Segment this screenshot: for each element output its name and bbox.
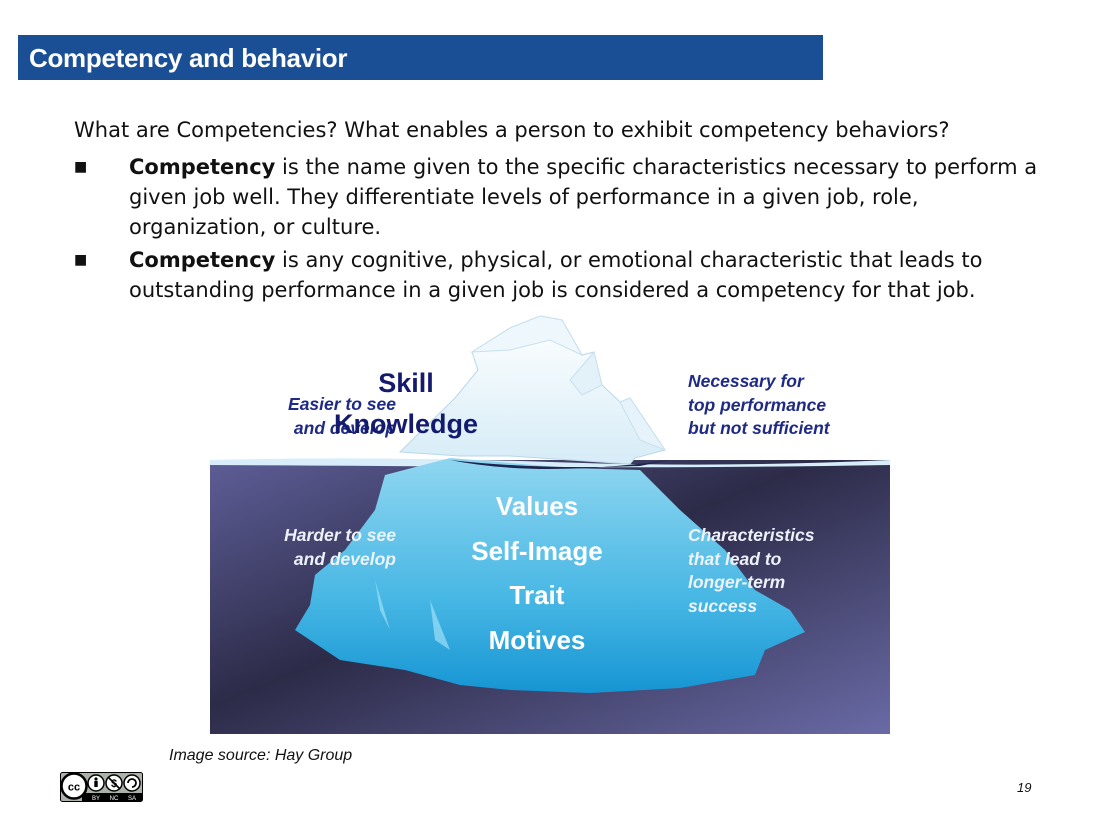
submerged-ice [295, 458, 805, 693]
bullet-marker: ■ [74, 159, 88, 175]
iceberg-figure: Easier to see and develop Necessary for … [210, 310, 890, 734]
label-line: top performance [688, 394, 827, 415]
water-surface [210, 458, 890, 468]
label-line: and develop [293, 417, 396, 438]
label-line: that lead to [688, 548, 782, 569]
label-line: Characteristics [688, 525, 815, 545]
iceberg-motives: Motives [488, 625, 586, 655]
label-harder-to-see: Harder to see and develop [266, 524, 396, 571]
label-line: Necessary for [688, 371, 804, 391]
svg-text:cc: cc [68, 782, 80, 794]
svg-text:NC: NC [110, 796, 119, 802]
iceberg-self-image: Self-Image [471, 536, 603, 566]
label-line: but not sufficient [688, 418, 830, 438]
image-source-caption: Image source: Hay Group [169, 747, 353, 764]
svg-text:BY: BY [92, 796, 100, 802]
slide-title: Competency and behavior [29, 43, 348, 73]
label-characteristics: Characteristics that lead to longer-term… [688, 524, 814, 618]
bullet-term: Competency [129, 155, 276, 179]
intro-text: What are Competencies? What enables a pe… [74, 118, 950, 142]
bullet-text: Competency is the name given to the spec… [129, 152, 1059, 242]
bullet-body: is any cognitive, physical, or emotional… [129, 248, 983, 302]
bullet-body: is the name given to the specific charac… [129, 155, 1038, 239]
label-line: Easier to see [288, 394, 396, 414]
label-line: and develop [293, 548, 396, 569]
label-easier-to-see: Easier to see and develop [266, 393, 396, 440]
title-bar: Competency and behavior [18, 35, 823, 80]
iceberg-illustration [210, 315, 890, 734]
iceberg-knowledge: Knowledge [333, 409, 478, 439]
label-necessary-for: Necessary for top performance but not su… [688, 370, 830, 441]
label-line: Harder to see [284, 525, 396, 545]
svg-text:SA: SA [128, 796, 136, 802]
page-number: 19 [1017, 780, 1032, 795]
bullet-marker: ■ [74, 252, 88, 268]
cc-by-nc-sa-icon[interactable]: cc $ BY NC SA [60, 772, 143, 802]
iceberg-trait: Trait [509, 580, 565, 610]
bullet-term: Competency [129, 248, 276, 272]
ice-shadow [450, 460, 670, 469]
iceberg-skill: Skill [378, 368, 434, 398]
label-line: longer-term [688, 572, 786, 592]
bullet-text: Competency is any cognitive, physical, o… [129, 245, 1059, 305]
label-line: success [688, 595, 758, 616]
iceberg-values: Values [495, 491, 579, 521]
